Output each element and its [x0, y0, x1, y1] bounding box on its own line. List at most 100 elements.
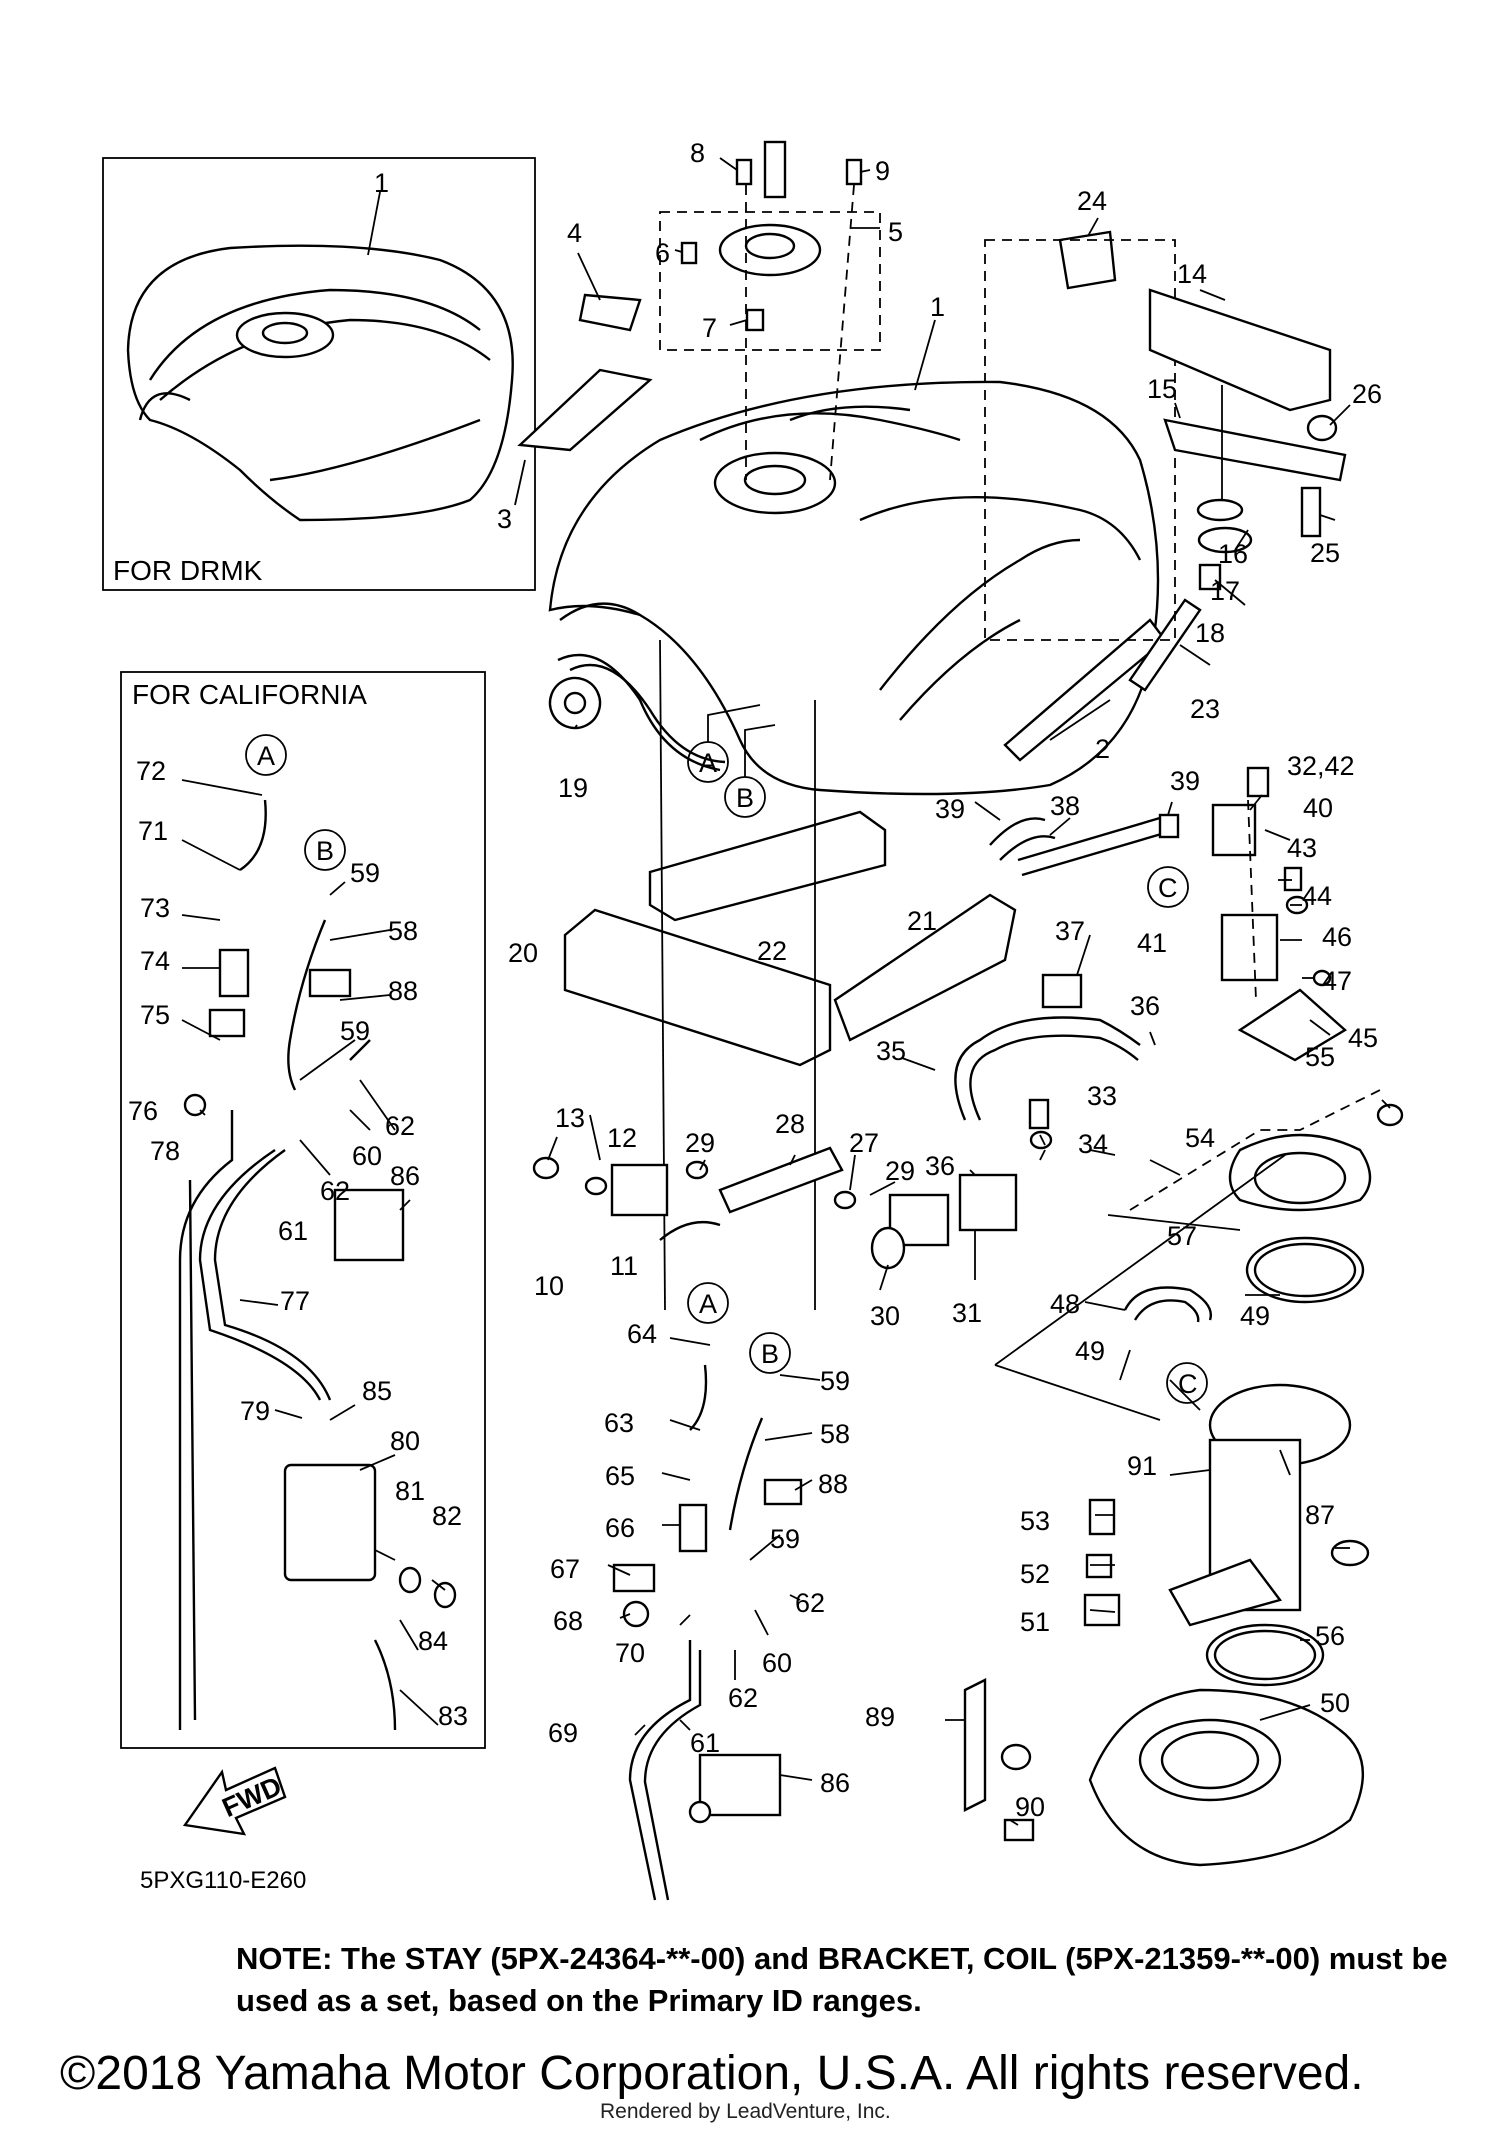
drmk-box-label: FOR DRMK: [113, 555, 263, 586]
lower-hose-group: A B: [612, 1282, 803, 1901]
connector-label: A: [257, 741, 275, 771]
california-inset: FOR CALIFORNIA A B: [120, 671, 486, 1749]
leader-lines: [514, 157, 1391, 1826]
part-label: 18: [1195, 618, 1225, 648]
connector-b: [304, 829, 346, 871]
part-label: 78: [150, 1136, 180, 1166]
part-label: 90: [1015, 1792, 1045, 1822]
emblem-decal: [517, 368, 653, 452]
part-label: 22: [757, 936, 787, 966]
part-label: 39: [935, 794, 965, 824]
part-label: 12: [607, 1123, 637, 1153]
part-label: 62: [795, 1588, 825, 1618]
part-label: 81: [395, 1476, 425, 1506]
part-label: 63: [604, 1408, 634, 1438]
part-label: 33: [1087, 1081, 1117, 1111]
lower-bracket: [963, 1678, 1365, 1867]
part-label: 38: [1050, 791, 1080, 821]
part-label: 25: [1310, 538, 1340, 568]
copyright-notice: ©2018 Yamaha Motor Corporation, U.S.A. A…: [60, 2047, 1364, 2100]
part-label: 14: [1177, 259, 1207, 289]
part-label: 89: [865, 1702, 895, 1732]
part-label: 80: [390, 1426, 420, 1456]
part-label: 31: [952, 1298, 982, 1328]
part-label: 59: [350, 858, 380, 888]
connector-a-lower: [687, 1282, 729, 1324]
part-label: 59: [820, 1366, 850, 1396]
part-label: 23: [1190, 694, 1220, 724]
part-label: 56: [1315, 1621, 1345, 1651]
part-label: 46: [1322, 922, 1352, 952]
part-label: 47: [1322, 966, 1352, 996]
part-label: 75: [140, 1000, 170, 1030]
part-label: 17: [1210, 576, 1240, 606]
connector-b-lower: [749, 1332, 791, 1374]
part-label: 71: [138, 816, 168, 846]
part-label: 55: [1305, 1042, 1335, 1072]
connector-label: B: [316, 836, 334, 866]
part-label: 57: [1167, 1221, 1197, 1251]
part-label: 68: [553, 1606, 583, 1636]
part-label: 29: [885, 1156, 915, 1186]
california-box-label: FOR CALIFORNIA: [132, 679, 367, 710]
part-label: 64: [627, 1319, 657, 1349]
part-label: 15: [1147, 374, 1177, 404]
parts-note: NOTE: The STAY (5PX-24364-**-00) and BRA…: [236, 1941, 1448, 2018]
part-label: 59: [340, 1016, 370, 1046]
part-label: 6: [655, 238, 670, 268]
part-label: 20: [508, 938, 538, 968]
part-label: 65: [605, 1461, 635, 1491]
part-label: 70: [615, 1638, 645, 1668]
part-label: 88: [818, 1469, 848, 1499]
warning-label: [578, 293, 642, 332]
part-label: 28: [775, 1109, 805, 1139]
part-label: 16: [1218, 539, 1248, 569]
part-label: 21: [907, 906, 937, 936]
part-label: 49: [1075, 1336, 1105, 1366]
part-label: 91: [1127, 1451, 1157, 1481]
part-label: 30: [870, 1301, 900, 1331]
part-label: 58: [388, 916, 418, 946]
part-label: 84: [418, 1626, 448, 1656]
part-label: 1: [930, 292, 945, 322]
part-label: 86: [820, 1768, 850, 1798]
part-label: 87: [1305, 1500, 1335, 1530]
part-label: 76: [128, 1096, 158, 1126]
part-label: 49: [1240, 1301, 1270, 1331]
part-label: 52: [1020, 1559, 1050, 1589]
part-label: 29: [685, 1128, 715, 1158]
part-label: 72: [136, 756, 166, 786]
part-label: 59: [770, 1524, 800, 1554]
part-label: 26: [1352, 379, 1382, 409]
connector-label: A: [699, 748, 717, 778]
part-label: 62: [728, 1683, 758, 1713]
tank-pads: [548, 639, 1017, 1311]
part-label: 2: [1095, 734, 1110, 764]
part-label: 27: [849, 1128, 879, 1158]
part-label: 32,42: [1287, 751, 1355, 781]
part-label: 83: [438, 1701, 468, 1731]
fuel-cap-assembly: [659, 140, 881, 481]
part-label: 62: [320, 1176, 350, 1206]
connector-label: C: [1158, 873, 1178, 903]
connector-label: B: [761, 1339, 779, 1369]
tank-connectors: A B C: [687, 704, 1208, 1404]
part-label: 45: [1348, 1023, 1378, 1053]
part-label: 36: [925, 1151, 955, 1181]
connector-a: [245, 734, 287, 776]
hose-cluster: [532, 813, 1176, 1270]
part-label: 40: [1303, 793, 1333, 823]
part-label: 53: [1020, 1506, 1050, 1536]
part-label: 44: [1302, 881, 1332, 911]
tank-cover-stay: [984, 239, 1347, 641]
part-label: 69: [548, 1718, 578, 1748]
part-label: 19: [558, 773, 588, 803]
part-label: 51: [1020, 1607, 1050, 1637]
part-label: 37: [1055, 916, 1085, 946]
part-label: 77: [280, 1286, 310, 1316]
rendered-by: Rendered by LeadVenture, Inc.: [600, 2100, 920, 2124]
part-label: 10: [534, 1271, 564, 1301]
part-label: 8: [690, 138, 705, 168]
part-label: 60: [352, 1141, 382, 1171]
